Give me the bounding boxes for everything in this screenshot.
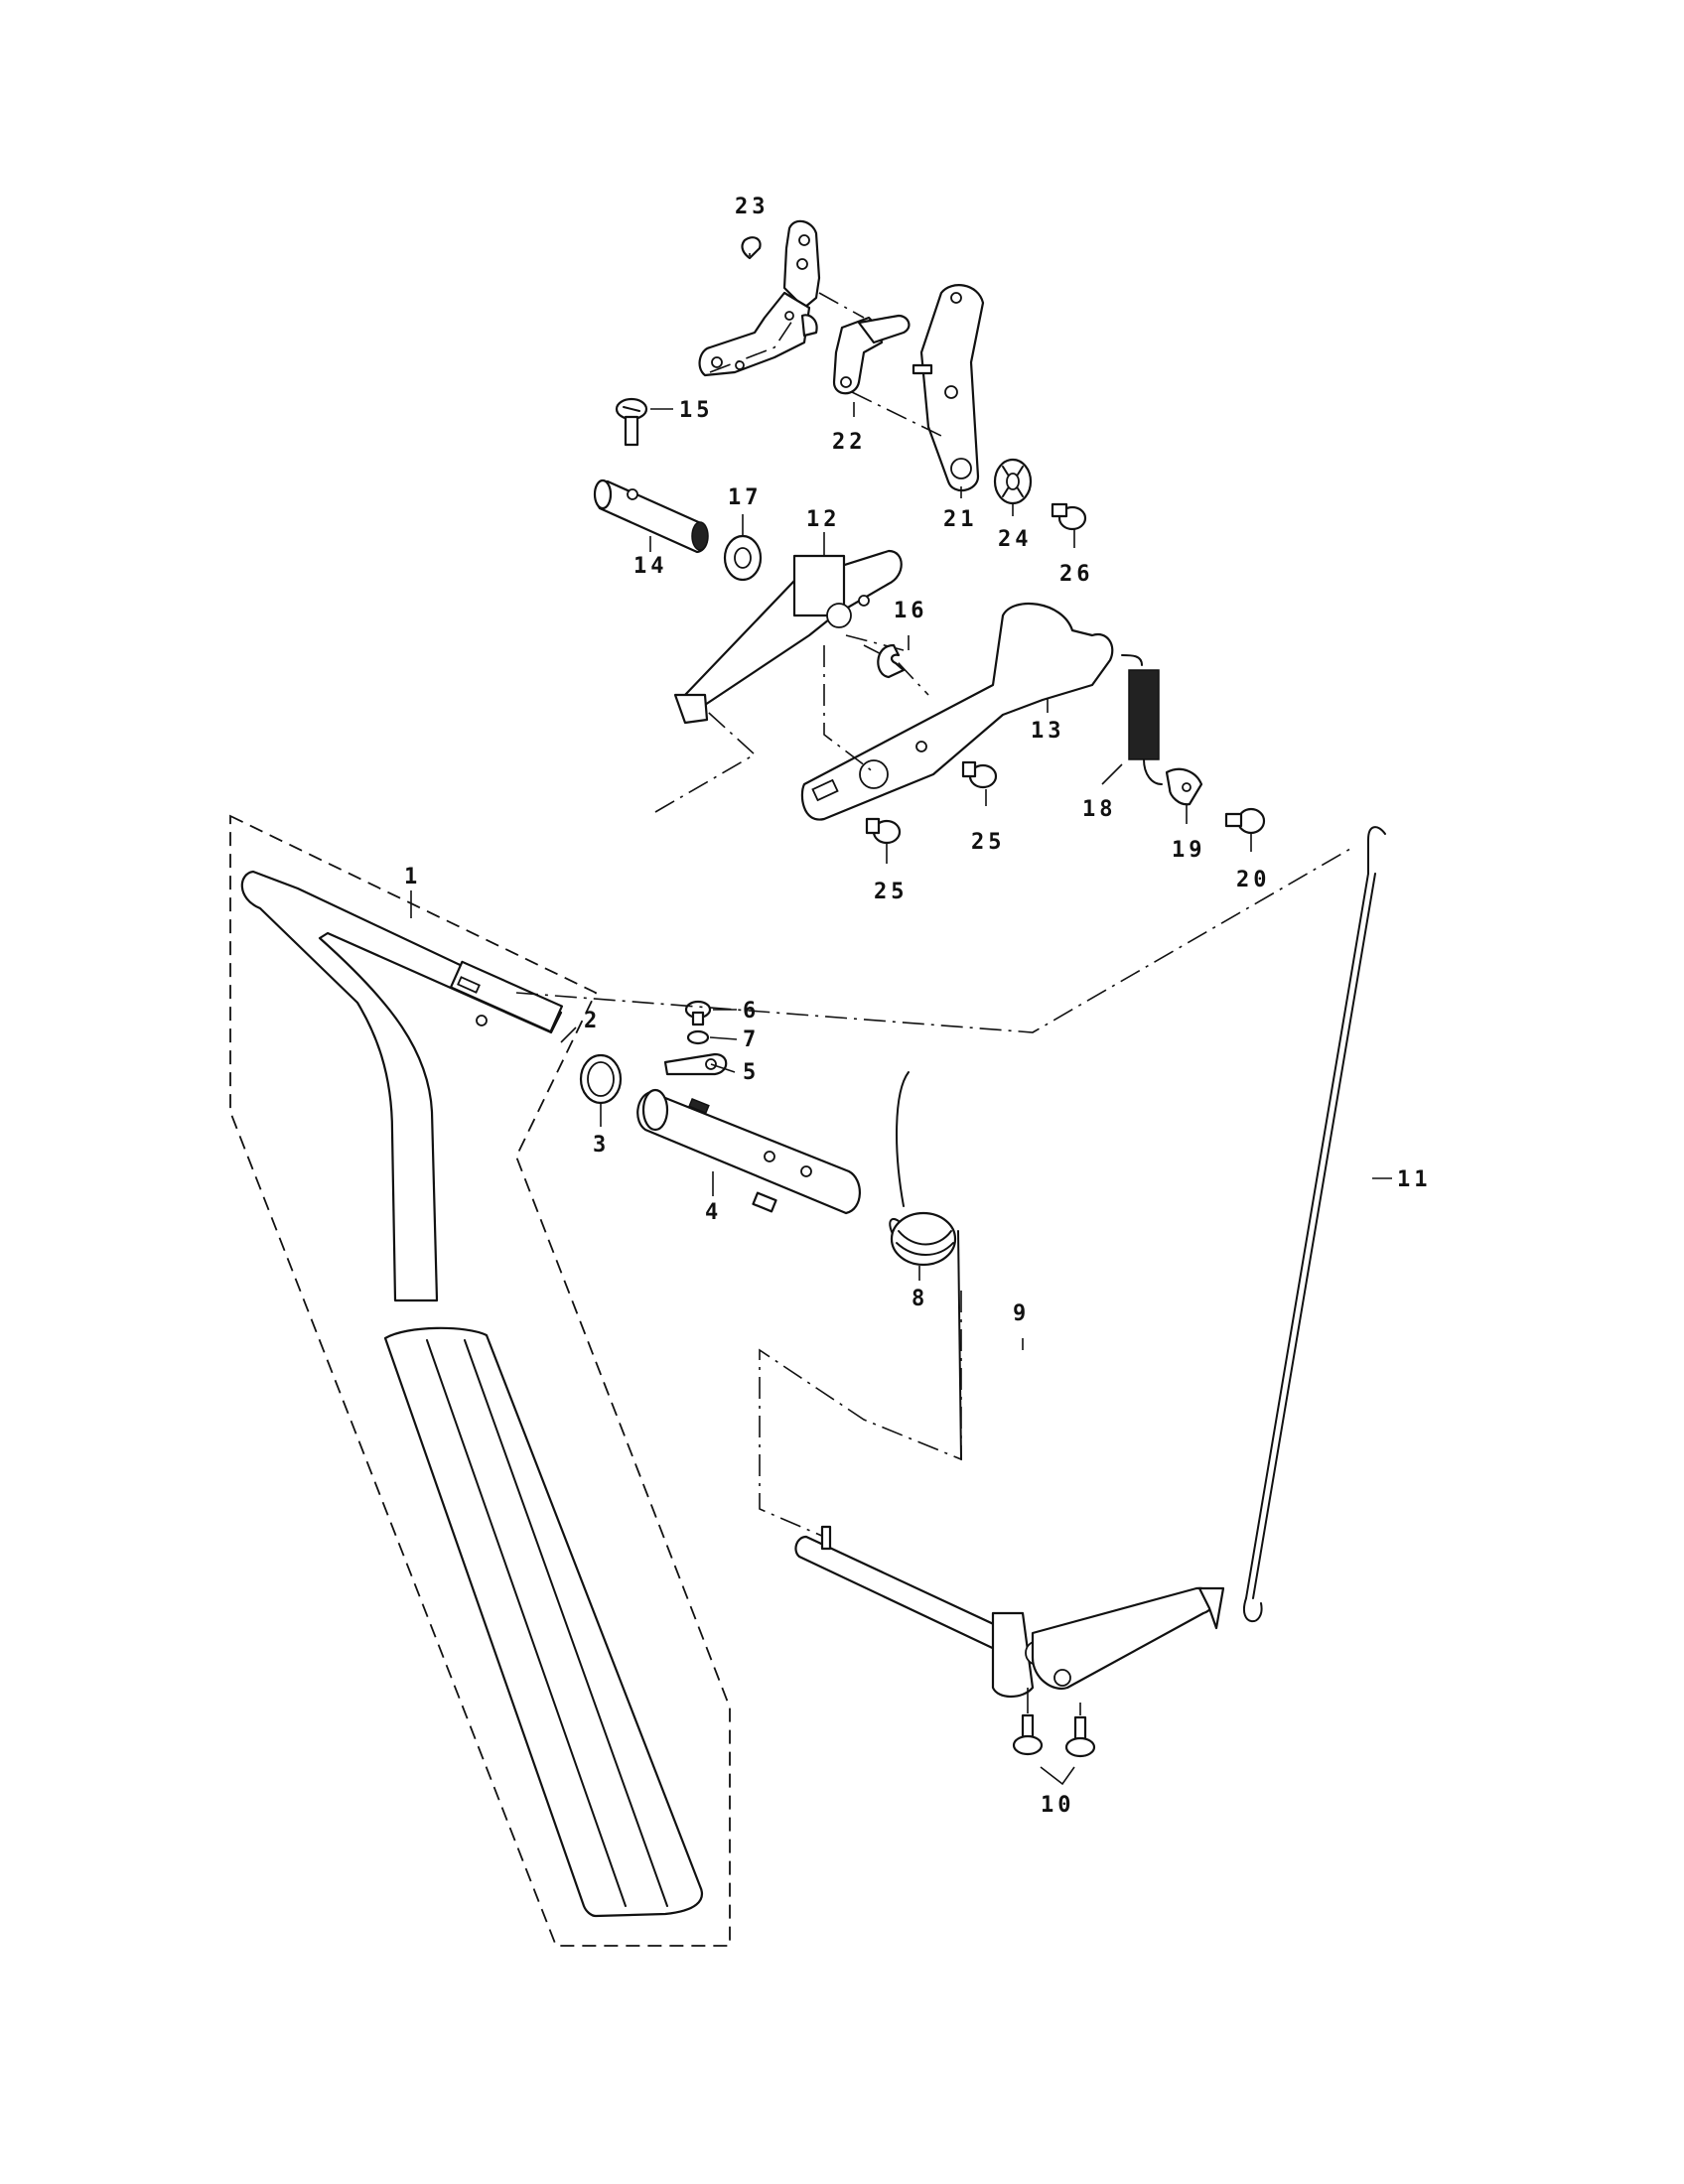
- callout-4: 4: [705, 1200, 722, 1225]
- screw-25-right-part: [961, 760, 998, 789]
- callout-7: 7: [743, 1027, 760, 1052]
- callout-15: 15: [679, 398, 714, 423]
- arm-shaft-part: [794, 1525, 1225, 1699]
- lever-bar-part: [240, 870, 564, 1302]
- screw-15-part: [615, 397, 648, 447]
- callout-10: 10: [1041, 1793, 1075, 1818]
- callout-19: 19: [1172, 838, 1206, 863]
- callout-1: 1: [404, 865, 421, 889]
- callout-24: 24: [998, 527, 1033, 552]
- callout-8: 8: [912, 1287, 928, 1311]
- callout-16: 16: [894, 599, 928, 623]
- bell-crank-part: [673, 549, 903, 725]
- lever-grip-part: [383, 1326, 703, 1918]
- tension-spring-part: [1121, 654, 1163, 785]
- clip-plate-part: [663, 1052, 728, 1076]
- callout-21: 21: [943, 507, 978, 532]
- callout-17: 17: [728, 485, 763, 510]
- callout-13: 13: [1031, 719, 1065, 744]
- callout-9: 9: [1013, 1301, 1030, 1326]
- callout-26: 26: [1059, 562, 1094, 587]
- screw-20-part: [1224, 807, 1266, 835]
- callout-25-left: 25: [874, 880, 909, 904]
- bracket-22-part: [832, 314, 911, 395]
- screw-26-part: [1051, 502, 1087, 531]
- e-clip-part: [877, 643, 906, 679]
- screw-10-right-part: [1064, 1715, 1096, 1758]
- callout-20: 20: [1236, 868, 1271, 892]
- callout-25-right: 25: [971, 830, 1006, 855]
- callout-12: 12: [806, 507, 841, 532]
- star-washer-part: [993, 458, 1033, 505]
- lever-shaft-part: [636, 1088, 861, 1215]
- top-mounting-bracket-part: [698, 219, 821, 377]
- vertical-link-part: [912, 284, 985, 492]
- callout-2: 2: [584, 1009, 601, 1033]
- callout-11: 11: [1397, 1167, 1432, 1192]
- link-rod-part: [1243, 826, 1386, 1623]
- callout-23: 23: [735, 195, 770, 219]
- lever-assembly-outline: [229, 814, 731, 1947]
- callout-6: 6: [743, 999, 760, 1024]
- washer-7-part: [686, 1029, 710, 1045]
- callout-18: 18: [1082, 797, 1117, 822]
- callout-22: 22: [832, 430, 867, 455]
- pivot-pin-part: [593, 478, 709, 554]
- callout-3: 3: [593, 1133, 610, 1158]
- screw-6-part: [684, 1000, 712, 1026]
- torsion-spring-part: [889, 1071, 962, 1460]
- screw-10-left-part: [1012, 1713, 1044, 1756]
- clip-23-part: [741, 236, 762, 260]
- callout-14: 14: [633, 554, 668, 579]
- main-arm-plate-part: [800, 602, 1114, 821]
- screw-25-left-part: [865, 817, 902, 845]
- callout-5: 5: [743, 1060, 760, 1085]
